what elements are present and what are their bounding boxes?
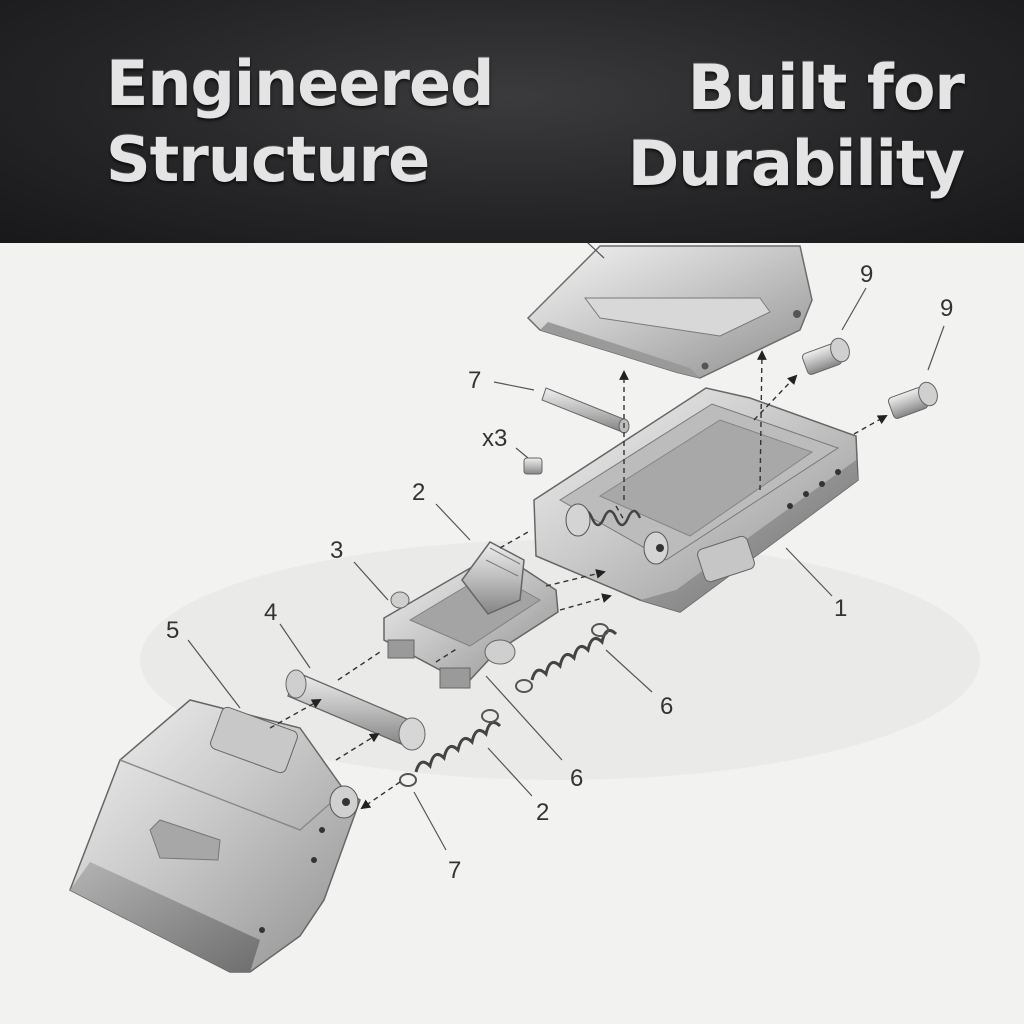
callout-6-lower: 6	[570, 765, 583, 792]
headline-engineered-structure: Engineered Structure	[106, 46, 494, 198]
callout-1: 1	[834, 595, 847, 622]
part-5-clasp-buckle	[69, 699, 361, 973]
callout-5: 5	[166, 617, 179, 644]
headline-right-line-1: Built for	[687, 51, 965, 124]
part-9-screw-left	[801, 337, 850, 375]
part-2-release-lever	[461, 541, 525, 615]
callout-2-bottom: 2	[536, 799, 549, 826]
housing-internal-spring	[565, 503, 669, 565]
callout-3: 3	[330, 537, 343, 564]
callout-7-bottom: 7	[448, 857, 461, 884]
exploded-view-diagram: 8 9 9 7 x3 2 3 4 5 1 6 6 2 7	[69, 243, 980, 973]
part-4-long-pin	[285, 669, 426, 751]
header-banner: Engineered Structure Built for Durabilit…	[0, 0, 1024, 243]
headline-built-for-durability: Built for Durability	[627, 50, 965, 202]
callout-9-right: 9	[940, 295, 953, 322]
callout-6-right: 6	[660, 693, 673, 720]
headline-right-line-2: Durability	[627, 127, 965, 200]
callout-x3: x3	[482, 425, 507, 452]
part-2-spring-lower	[399, 709, 502, 787]
part-7-pin-top	[541, 387, 630, 434]
part-8-cover-plate	[526, 245, 813, 379]
part-6-spring-right	[515, 623, 618, 693]
part-1-main-housing	[533, 387, 859, 613]
headline-left-line-1: Engineered	[106, 47, 494, 120]
headline-left-line-2: Structure	[106, 123, 430, 196]
callout-2-top: 2	[412, 479, 425, 506]
assembly-arrows	[269, 350, 888, 810]
leader-lines	[187, 243, 945, 851]
part-9-screw-right	[887, 381, 938, 419]
small-pin-x3	[523, 457, 543, 475]
callout-9-left: 9	[860, 261, 873, 288]
callout-4: 4	[264, 599, 277, 626]
callout-7-top: 7	[468, 367, 481, 394]
